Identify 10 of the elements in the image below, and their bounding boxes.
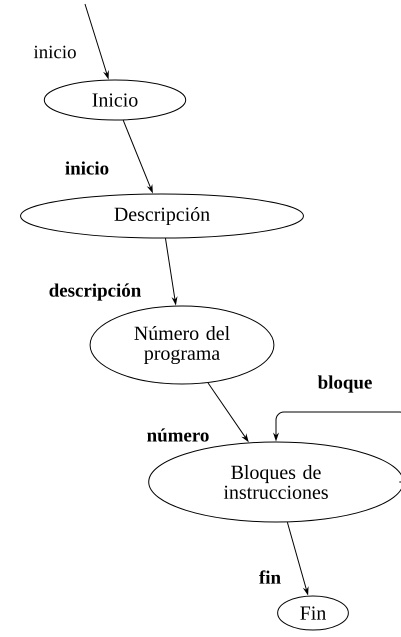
edge-label: bloque xyxy=(318,375,372,393)
edge-label: descripción xyxy=(50,283,141,301)
ellipse-node: Descripción xyxy=(20,194,304,238)
ellipse-node: Inicio xyxy=(44,80,186,120)
edge-label: inicio xyxy=(34,46,76,58)
edge-label: fin xyxy=(259,570,281,584)
edge-label: número xyxy=(147,428,209,442)
edge-label: inicio xyxy=(65,161,108,175)
ellipse-node: Número del programa xyxy=(90,306,274,384)
ellipse-node: Fin xyxy=(277,596,349,630)
